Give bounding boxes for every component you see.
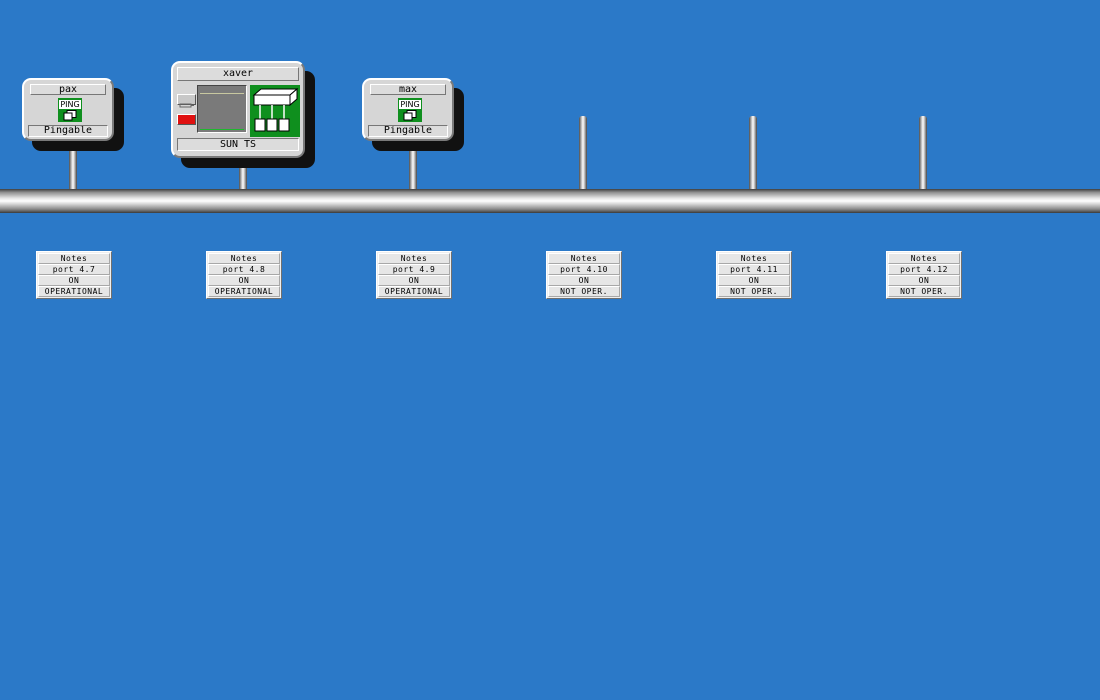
host-icon: [403, 110, 417, 121]
port-notes-panel[interactable]: Notes port 4.11 ON NOT OPER.: [716, 251, 792, 299]
port-tap-4-8: [239, 155, 247, 192]
admin-status: ON: [548, 275, 620, 286]
notes-button[interactable]: Notes: [548, 253, 620, 264]
admin-status: ON: [378, 275, 450, 286]
port-label: port 4.12: [888, 264, 960, 275]
device-xaver[interactable]: xaver SUN TS: [171, 61, 305, 158]
device-pax[interactable]: pax PING Pingable: [22, 78, 114, 141]
alarm-icon[interactable]: [177, 114, 196, 125]
oper-status: OPERATIONAL: [208, 286, 280, 297]
port-notes-panel[interactable]: Notes port 4.10 ON NOT OPER.: [546, 251, 622, 299]
admin-status: ON: [208, 275, 280, 286]
port-label: port 4.8: [208, 264, 280, 275]
oper-status: NOT OPER.: [548, 286, 620, 297]
notes-button[interactable]: Notes: [718, 253, 790, 264]
device-max[interactable]: max PING Pingable: [362, 78, 454, 141]
notes-button[interactable]: Notes: [208, 253, 280, 264]
notes-button[interactable]: Notes: [378, 253, 450, 264]
port-label: port 4.11: [718, 264, 790, 275]
ping-badge[interactable]: PING: [398, 98, 422, 122]
oper-status: NOT OPER.: [888, 286, 960, 297]
ping-badge[interactable]: PING: [58, 98, 82, 122]
port-notes-panel[interactable]: Notes port 4.12 ON NOT OPER.: [886, 251, 962, 299]
port-tap-4-10: [579, 116, 587, 192]
admin-status: ON: [888, 275, 960, 286]
device-name: max: [370, 84, 446, 95]
screen-bottom-line: [200, 129, 244, 130]
oper-status: OPERATIONAL: [38, 286, 110, 297]
screen-top-line: [200, 93, 244, 94]
device-status: Pingable: [28, 125, 108, 137]
admin-status: ON: [718, 275, 790, 286]
oper-status: NOT OPER.: [718, 286, 790, 297]
port-tap-4-7: [69, 140, 77, 192]
device-type: SUN TS: [177, 138, 299, 151]
device-name: xaver: [177, 67, 299, 81]
terminal-button-icon[interactable]: [177, 94, 196, 108]
network-bus: [0, 189, 1100, 213]
notes-button[interactable]: Notes: [38, 253, 110, 264]
ping-label: PING: [399, 100, 421, 109]
port-tap-4-11: [749, 116, 757, 192]
port-tap-4-9: [409, 140, 417, 192]
admin-status: ON: [38, 275, 110, 286]
network-hub-icon: [250, 85, 300, 137]
port-notes-panel[interactable]: Notes port 4.7 ON OPERATIONAL: [36, 251, 112, 299]
port-notes-panel[interactable]: Notes port 4.8 ON OPERATIONAL: [206, 251, 282, 299]
oper-status: OPERATIONAL: [378, 286, 450, 297]
port-tap-4-12: [919, 116, 927, 192]
port-notes-panel[interactable]: Notes port 4.9 ON OPERATIONAL: [376, 251, 452, 299]
terminal-screen: [197, 85, 247, 133]
port-label: port 4.7: [38, 264, 110, 275]
device-status: Pingable: [368, 125, 448, 137]
port-label: port 4.9: [378, 264, 450, 275]
host-icon: [63, 110, 77, 121]
device-name: pax: [30, 84, 106, 95]
notes-button[interactable]: Notes: [888, 253, 960, 264]
ping-label: PING: [59, 100, 81, 109]
port-label: port 4.10: [548, 264, 620, 275]
